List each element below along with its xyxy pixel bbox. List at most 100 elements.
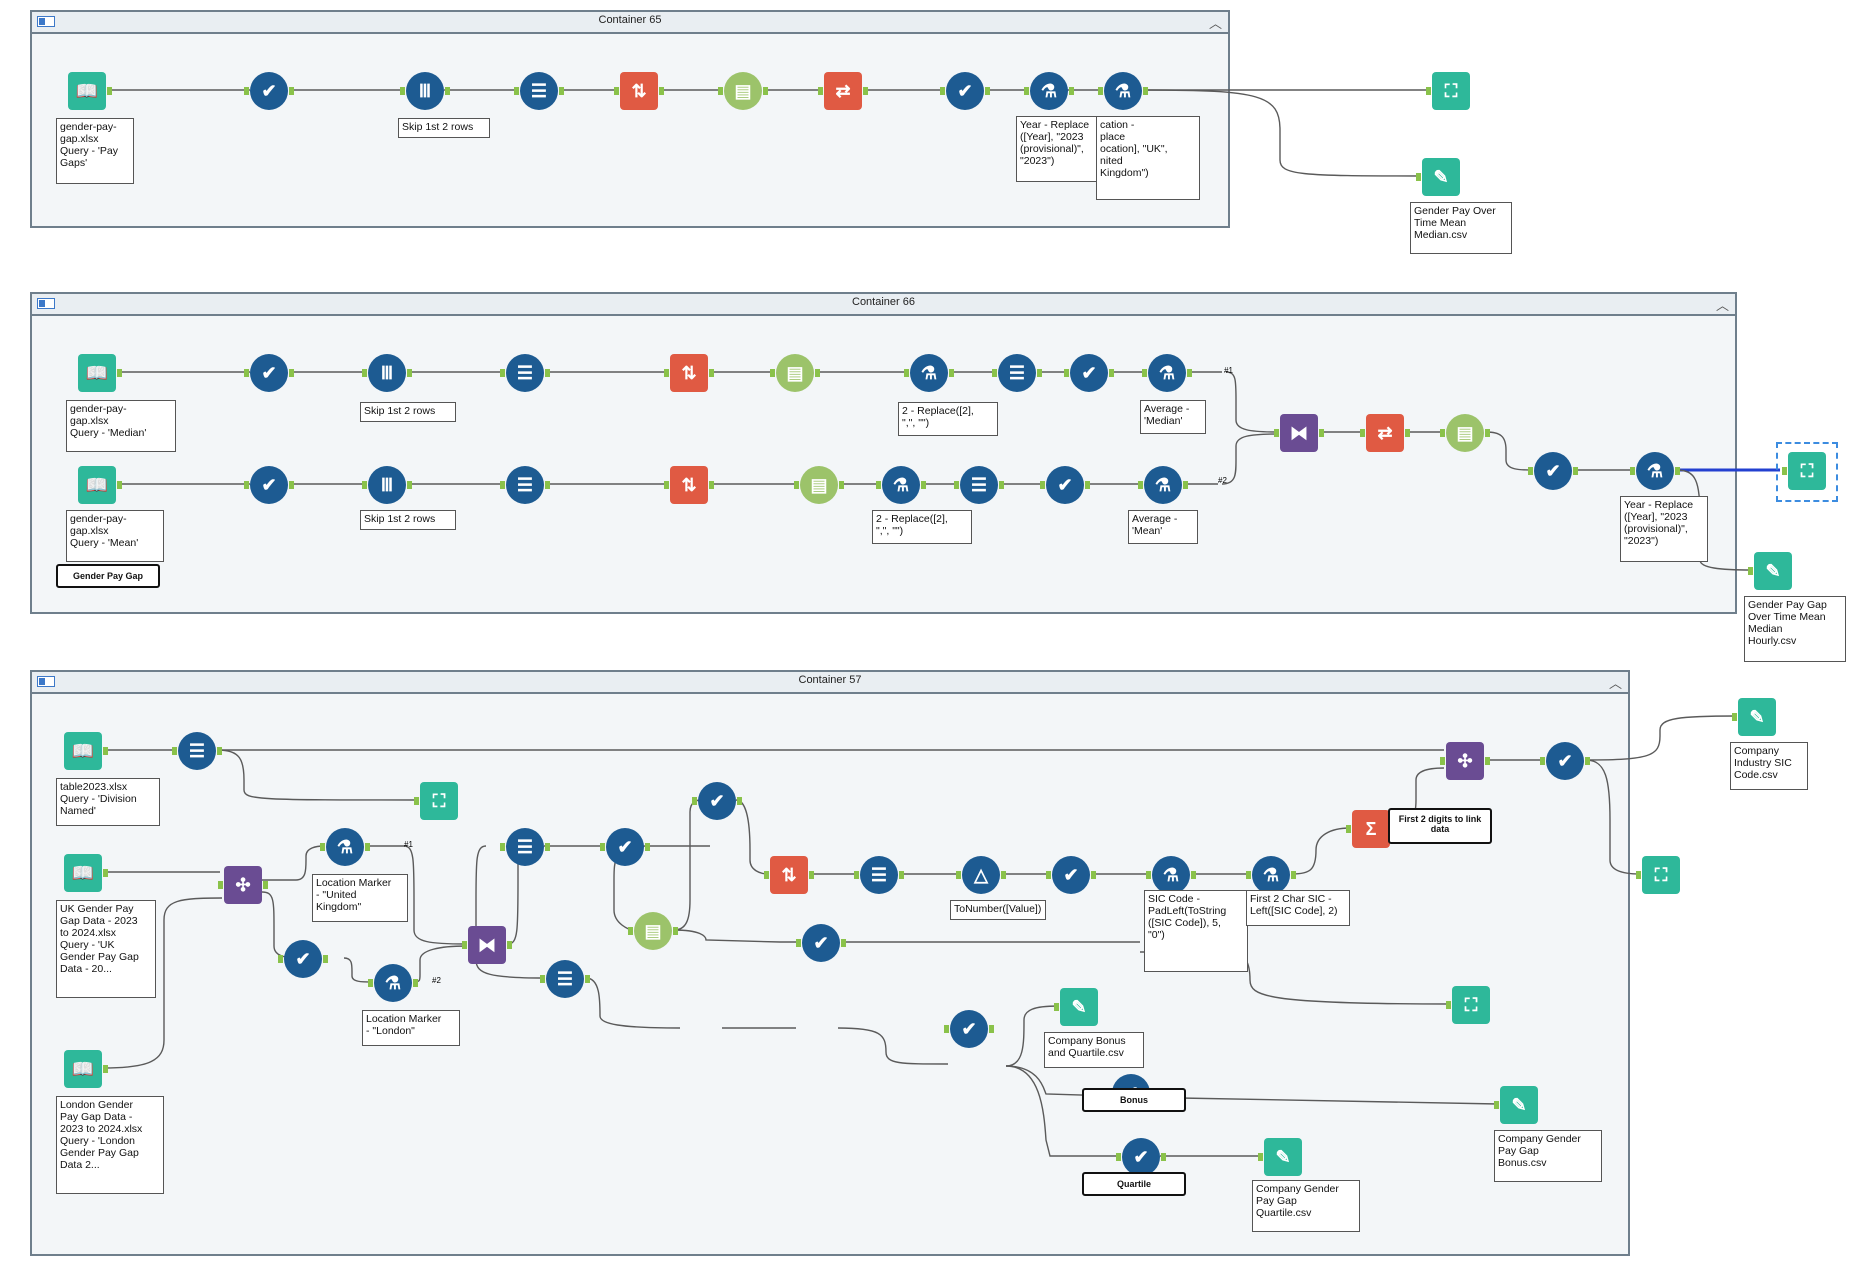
sort-icon[interactable]: ⇅ bbox=[764, 856, 814, 894]
container-66[interactable]: Container 66 ︿ bbox=[30, 292, 1737, 614]
checkmark-icon[interactable]: ✔ bbox=[1540, 742, 1590, 780]
checkmark-icon[interactable]: ✔ bbox=[1046, 856, 1096, 894]
checkmark-icon[interactable]: ✔ bbox=[796, 924, 846, 962]
output-data-icon[interactable]: ✎ bbox=[1494, 1086, 1538, 1124]
checkmark-icon[interactable]: ✔ bbox=[600, 828, 650, 866]
browse-binoculars-icon[interactable]: ⛶ bbox=[414, 782, 458, 820]
tag-label: Gender Pay Gap bbox=[56, 564, 160, 588]
annotation: Skip 1st 2 rows bbox=[360, 510, 456, 530]
checkmark-icon[interactable]: ✔ bbox=[944, 1010, 994, 1048]
container-toggle-icon[interactable] bbox=[37, 676, 55, 687]
select-icon[interactable]: ☰ bbox=[500, 828, 550, 866]
union-icon[interactable]: ✣ bbox=[218, 866, 268, 904]
multi-field-icon[interactable]: △ bbox=[956, 856, 1006, 894]
input-data-book-icon[interactable]: 📖 bbox=[64, 732, 108, 770]
formula-flask-icon[interactable]: ⚗ bbox=[368, 964, 418, 1002]
annotation: Year - Replace ([Year], "2023 (provision… bbox=[1016, 116, 1106, 182]
formula-flask-icon[interactable]: ⚗ bbox=[1142, 354, 1192, 392]
browse-binoculars-icon[interactable]: ⛶ bbox=[1636, 856, 1680, 894]
output-data-icon[interactable]: ✎ bbox=[1732, 698, 1776, 736]
annotation: gender-pay- gap.xlsx Query - 'Median' bbox=[66, 400, 176, 452]
container-header[interactable]: Container 65 ︿ bbox=[32, 12, 1228, 34]
checkmark-icon[interactable]: ✔ bbox=[692, 782, 742, 820]
container-title: Container 57 bbox=[798, 674, 862, 686]
input-data-book-icon[interactable]: 📖 bbox=[78, 354, 122, 392]
annotation: Location Marker - "United Kingdom" bbox=[312, 874, 408, 922]
summarize-sigma-icon[interactable]: Σ bbox=[1346, 810, 1396, 848]
browse-binoculars-icon[interactable]: ⛶ bbox=[1426, 72, 1470, 110]
formula-flask-icon[interactable]: ⚗ bbox=[1024, 72, 1074, 110]
container-toggle-icon[interactable] bbox=[37, 16, 55, 27]
input-data-book-icon[interactable]: 📖 bbox=[68, 72, 112, 110]
formula-flask-icon[interactable]: ⚗ bbox=[904, 354, 954, 392]
filter-icon[interactable]: ▤ bbox=[770, 354, 820, 392]
connection-marker: #2 bbox=[1218, 476, 1227, 485]
join-multiple-icon[interactable]: ✣ bbox=[1440, 742, 1490, 780]
annotation: Company Bonus and Quartile.csv bbox=[1044, 1032, 1144, 1068]
sample-icon[interactable]: Ⅲ bbox=[400, 72, 450, 110]
annotation: First 2 Char SIC - Left([SIC Code], 2) bbox=[1246, 890, 1350, 926]
output-data-icon[interactable]: ✎ bbox=[1748, 552, 1792, 590]
browse-binoculars-icon[interactable]: ⛶ bbox=[1446, 986, 1490, 1024]
connection-marker: #2 bbox=[432, 976, 441, 985]
sort-icon[interactable]: ⇅ bbox=[614, 72, 664, 110]
annotation: UK Gender Pay Gap Data - 2023 to 2024.xl… bbox=[56, 900, 156, 998]
transpose-icon[interactable]: ⇄ bbox=[818, 72, 868, 110]
output-data-icon[interactable]: ✎ bbox=[1258, 1138, 1302, 1176]
select-icon[interactable]: ☰ bbox=[992, 354, 1042, 392]
select-icon[interactable]: ☰ bbox=[172, 732, 222, 770]
collapse-icon[interactable]: ︿ bbox=[1608, 676, 1622, 691]
filter-icon[interactable]: ▤ bbox=[794, 466, 844, 504]
annotation: Gender Pay Over Time Mean Median.csv bbox=[1410, 202, 1512, 254]
annotation: Gender Pay Gap Over Time Mean Median Hou… bbox=[1744, 596, 1846, 662]
select-icon[interactable]: ☰ bbox=[540, 960, 590, 998]
sample-icon[interactable]: Ⅲ bbox=[362, 466, 412, 504]
checkmark-icon[interactable]: ✔ bbox=[1064, 354, 1114, 392]
output-data-icon[interactable]: ✎ bbox=[1416, 158, 1460, 196]
checkmark-icon[interactable]: ✔ bbox=[940, 72, 990, 110]
container-toggle-icon[interactable] bbox=[37, 298, 55, 309]
formula-flask-icon[interactable]: ⚗ bbox=[1246, 856, 1296, 894]
collapse-icon[interactable]: ︿ bbox=[1208, 16, 1222, 31]
connection-marker: #1 bbox=[1224, 366, 1233, 375]
filter-icon[interactable]: ▤ bbox=[1440, 414, 1490, 452]
checkmark-icon[interactable]: ✔ bbox=[244, 466, 294, 504]
input-data-book-icon[interactable]: 📖 bbox=[64, 854, 108, 892]
filter-icon[interactable]: ▤ bbox=[628, 912, 678, 950]
checkmark-icon[interactable]: ✔ bbox=[244, 72, 294, 110]
container-header[interactable]: Container 66 ︿ bbox=[32, 294, 1735, 316]
collapse-icon[interactable]: ︿ bbox=[1715, 298, 1729, 313]
formula-flask-icon[interactable]: ⚗ bbox=[1630, 452, 1680, 490]
join-icon[interactable]: ⧓ bbox=[1274, 414, 1324, 452]
checkmark-icon[interactable]: ✔ bbox=[1116, 1138, 1166, 1176]
join-icon[interactable]: ⧓ bbox=[462, 926, 512, 964]
select-icon[interactable]: ☰ bbox=[954, 466, 1004, 504]
select-icon[interactable]: ☰ bbox=[500, 466, 550, 504]
checkmark-icon[interactable]: ✔ bbox=[1040, 466, 1090, 504]
input-data-book-icon[interactable]: 📖 bbox=[64, 1050, 108, 1088]
input-data-book-icon[interactable]: 📖 bbox=[78, 466, 122, 504]
output-data-icon[interactable]: ✎ bbox=[1054, 988, 1098, 1026]
select-icon[interactable]: ☰ bbox=[854, 856, 904, 894]
container-header[interactable]: Container 57 ︿ bbox=[32, 672, 1628, 694]
select-icon[interactable]: ☰ bbox=[500, 354, 550, 392]
annotation: Year - Replace ([Year], "2023 (provision… bbox=[1620, 496, 1708, 562]
formula-flask-icon[interactable]: ⚗ bbox=[320, 828, 370, 866]
sort-icon[interactable]: ⇅ bbox=[664, 466, 714, 504]
container-title: Container 65 bbox=[598, 14, 662, 26]
sort-icon[interactable]: ⇅ bbox=[664, 354, 714, 392]
formula-flask-icon[interactable]: ⚗ bbox=[876, 466, 926, 504]
select-icon[interactable]: ☰ bbox=[514, 72, 564, 110]
formula-flask-icon[interactable]: ⚗ bbox=[1138, 466, 1188, 504]
transpose-icon[interactable]: ⇄ bbox=[1360, 414, 1410, 452]
checkmark-icon[interactable]: ✔ bbox=[244, 354, 294, 392]
filter-icon[interactable]: ▤ bbox=[718, 72, 768, 110]
checkmark-icon[interactable]: ✔ bbox=[278, 940, 328, 978]
annotation: gender-pay- gap.xlsx Query - 'Mean' bbox=[66, 510, 164, 562]
formula-flask-icon[interactable]: ⚗ bbox=[1098, 72, 1148, 110]
checkmark-icon[interactable]: ✔ bbox=[1528, 452, 1578, 490]
browse-binoculars-icon[interactable]: ⛶ bbox=[1782, 452, 1826, 490]
formula-flask-icon[interactable]: ⚗ bbox=[1146, 856, 1196, 894]
sample-icon[interactable]: Ⅲ bbox=[362, 354, 412, 392]
